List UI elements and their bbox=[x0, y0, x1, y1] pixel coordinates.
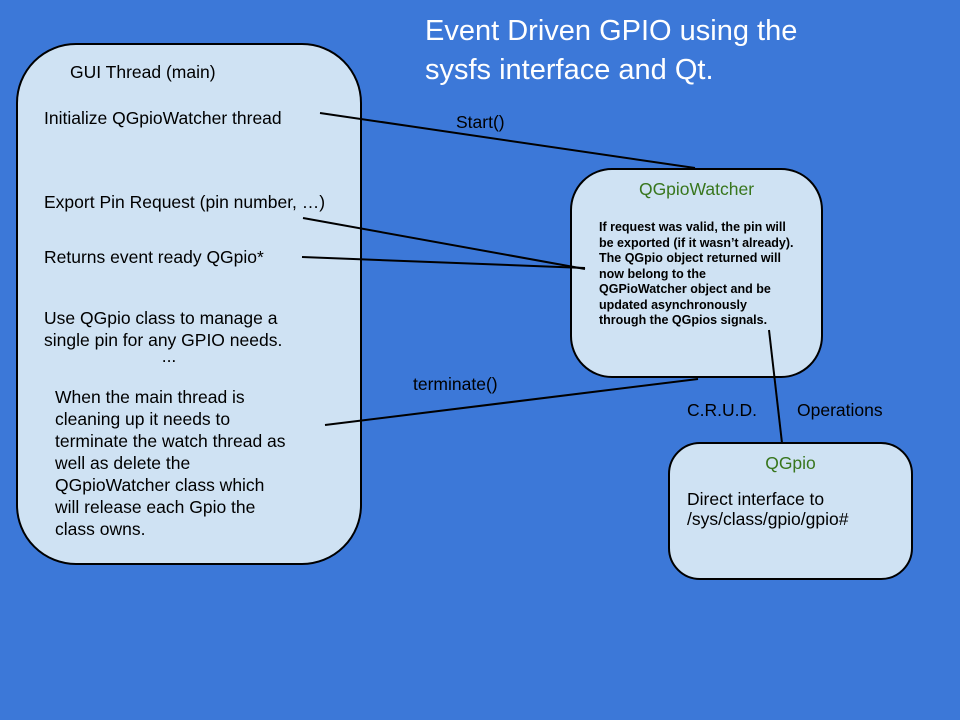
gui-thread-box: GUI Thread (main) Initialize QGpioWatche… bbox=[16, 43, 362, 565]
gui-export-pin-text: Export Pin Request (pin number, …) bbox=[44, 192, 326, 212]
slide-title: Event Driven GPIO using the sysfs interf… bbox=[425, 15, 798, 86]
start-connector-line bbox=[319, 112, 696, 169]
start-label: Start() bbox=[456, 112, 505, 132]
gui-cleanup-text: When the main thread is cleaning up it n… bbox=[55, 387, 286, 539]
qgpio-box-title: QGpio bbox=[765, 453, 816, 473]
gui-ellipsis-text: ... bbox=[161, 346, 177, 366]
qgpiowatcher-box: QGpioWatcher If request was valid, the p… bbox=[570, 168, 823, 378]
gui-use-qgpio-text: Use QGpio class to manage a single pin f… bbox=[44, 308, 283, 350]
gui-initialize-text: Initialize QGpioWatcher thread bbox=[44, 108, 282, 128]
qgpiowatcher-box-title: QGpioWatcher bbox=[638, 179, 755, 199]
terminate-label: terminate() bbox=[413, 374, 498, 394]
terminate-connector-line bbox=[324, 378, 699, 426]
qgpio-box-body: Direct interface to /sys/class/gpio/gpio… bbox=[687, 489, 849, 529]
crud-label: C.R.U.D. bbox=[687, 400, 757, 420]
qgpiowatcher-box-body: If request was valid, the pin will be ex… bbox=[599, 220, 794, 327]
gui-returns-text: Returns event ready QGpio* bbox=[44, 247, 264, 267]
qgpio-box: QGpio Direct interface to /sys/class/gpi… bbox=[668, 442, 913, 580]
gui-thread-box-title: GUI Thread (main) bbox=[70, 62, 216, 82]
operations-label: Operations bbox=[797, 400, 883, 420]
